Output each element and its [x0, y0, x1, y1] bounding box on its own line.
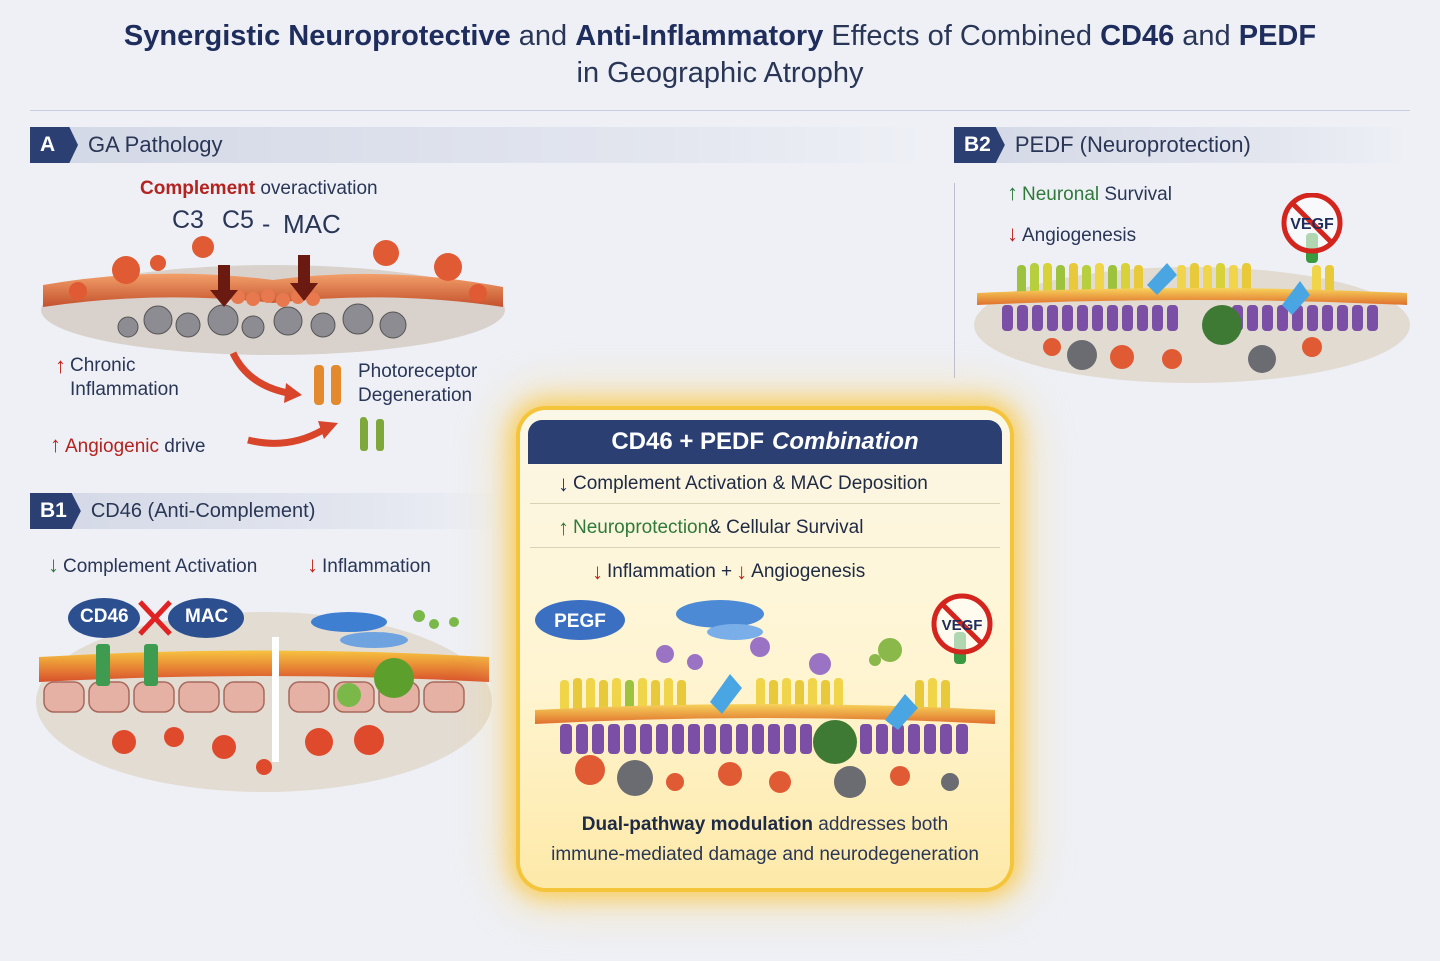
- pedf-badge-label: PEGF: [554, 611, 606, 632]
- arrow-down-icon: ↓: [48, 552, 59, 577]
- panel-b2-divider: [954, 183, 955, 378]
- combination-summary: Dual-pathway modulation addresses both i…: [551, 814, 979, 865]
- c5-label: C5: [222, 206, 254, 234]
- panel-b1-title: CD46 (Anti-Complement): [90, 499, 316, 522]
- combo-row-complement: ↓Complement Activation & MAC Deposition: [530, 464, 1000, 504]
- combination-retina-illustration: PEGF VEGF: [535, 593, 995, 798]
- panel-b2-badge: B2: [954, 127, 1005, 163]
- panel-b2-title: PEDF (Neuroprotection): [1014, 132, 1251, 157]
- complement-particles: [112, 725, 384, 775]
- debris: [575, 755, 959, 798]
- pedf-molecule: [710, 674, 742, 714]
- complement-particles: [69, 236, 487, 302]
- immune-cells: [311, 610, 459, 707]
- panel-b1-header: B1 CD46 (Anti-Complement): [30, 493, 510, 529]
- neuron-cell: [1202, 305, 1242, 345]
- combo-row-neuroprotection: ↑Neuroprotection & Cellular Survival: [530, 508, 1000, 548]
- vegf-text: VEGF: [942, 617, 983, 634]
- panel-split-line: [272, 637, 279, 762]
- pedf-badge: [535, 600, 625, 640]
- pedf-molecule: [885, 694, 918, 730]
- cd46-badge-label: CD46: [80, 606, 129, 627]
- angiogenesis-down-label: ↓Angiogenesis: [1007, 221, 1137, 246]
- arrow-down-icon: ↓: [307, 552, 318, 577]
- progression-arrows: [229, 351, 367, 447]
- inflammation-down-label: ↓Inflammation: [307, 552, 431, 577]
- neuronal-survival-label: ↑Neuronal Survival: [1007, 180, 1172, 205]
- page-title: Synergistic Neuroprotective and Anti-Inf…: [0, 18, 1440, 92]
- panel-b1-badge: B1: [30, 493, 81, 529]
- cd46-badge: [68, 598, 140, 638]
- photoreceptor-icon: [314, 365, 324, 405]
- arrow-up-icon: ↑: [1007, 180, 1018, 205]
- rpe-cells: [560, 724, 968, 754]
- complement-overactivation-label: Complement overactivation: [140, 178, 378, 199]
- combo-row-inflammation-angiogenesis: ↓Inflammation + ↓Angiogenesis: [592, 559, 866, 584]
- pedf-molecule: [1147, 263, 1177, 295]
- immune-molecules: [656, 600, 902, 675]
- complement-activation-down-label: ↓Complement Activation: [48, 552, 258, 577]
- c3-label: C3: [172, 206, 204, 234]
- c5-mac-connector: -: [262, 210, 271, 238]
- no-vegf-icon: VEGF: [1281, 193, 1343, 263]
- cd46-receptors: [96, 644, 158, 686]
- title-line-1: Synergistic Neuroprotective and Anti-Inf…: [123, 20, 1317, 52]
- no-vegf-icon: VEGF: [931, 593, 993, 664]
- vegf-text: VEGF: [1290, 216, 1334, 233]
- pedf-molecule: [1282, 281, 1310, 315]
- debris: [1043, 337, 1322, 373]
- arrow-up-icon: ↑: [55, 353, 66, 378]
- neuron-cell: [813, 720, 857, 764]
- rpe-layer: [43, 273, 503, 307]
- panel-a-header: A GA Pathology: [30, 127, 930, 163]
- arrow-down-icon: ↓: [558, 470, 569, 496]
- mac-label: MAC: [283, 209, 341, 239]
- title-divider: [30, 110, 1410, 111]
- arrow-down-icon: ↓: [736, 559, 748, 584]
- vessel-sprout-icon: [360, 419, 384, 451]
- drusen-deposits: [117, 303, 407, 339]
- mac-badge-label: MAC: [185, 606, 229, 627]
- panel-b2-header: B2 PEDF (Neuroprotection): [954, 127, 1410, 163]
- pedf-retina-illustration: [974, 263, 1410, 383]
- curved-arrow-icon: [229, 351, 289, 397]
- cell-cluster: [231, 289, 320, 307]
- mac-badge: [168, 598, 244, 638]
- curved-arrow-icon: [247, 426, 325, 447]
- panel-a-badge: A: [30, 127, 78, 163]
- arrow-down-icon: ↓: [592, 559, 603, 584]
- membrane-layer: [535, 704, 995, 724]
- arrow-down-icon: ↓: [1007, 221, 1018, 246]
- ga-retina-illustration: [41, 236, 505, 355]
- cd46-illustration: [36, 598, 492, 792]
- photoreceptor-icon: [331, 365, 341, 405]
- cross-icon: [138, 600, 172, 636]
- angiogenic-drive-label: ↑Angiogenic drive: [50, 432, 206, 457]
- mac-down-arrows: [210, 255, 318, 307]
- arrow-up-icon: ↑: [50, 432, 61, 457]
- title-line-2: in Geographic Atrophy: [576, 57, 864, 89]
- arrow-up-icon: ↑: [558, 514, 569, 540]
- panel-a-title: GA Pathology: [88, 132, 223, 157]
